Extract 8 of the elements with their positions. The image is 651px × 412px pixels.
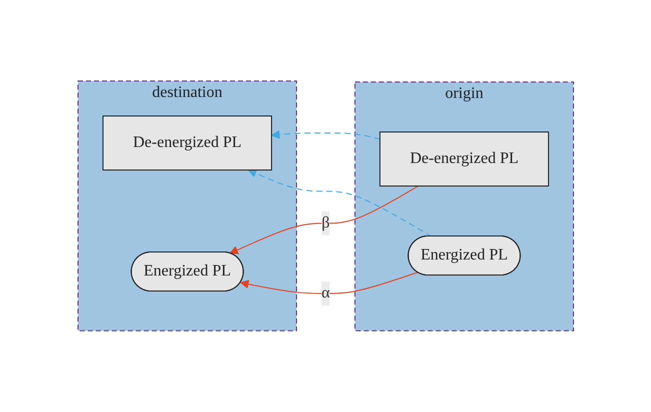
arrow <box>240 272 418 294</box>
node-box: De-energized PL <box>379 132 549 187</box>
edge-label: α <box>321 284 330 302</box>
arrow <box>229 186 419 254</box>
node-box: De-energized PL <box>102 116 272 171</box>
arrow <box>248 169 432 238</box>
edge-label: β <box>321 214 330 232</box>
arrow <box>270 130 380 140</box>
